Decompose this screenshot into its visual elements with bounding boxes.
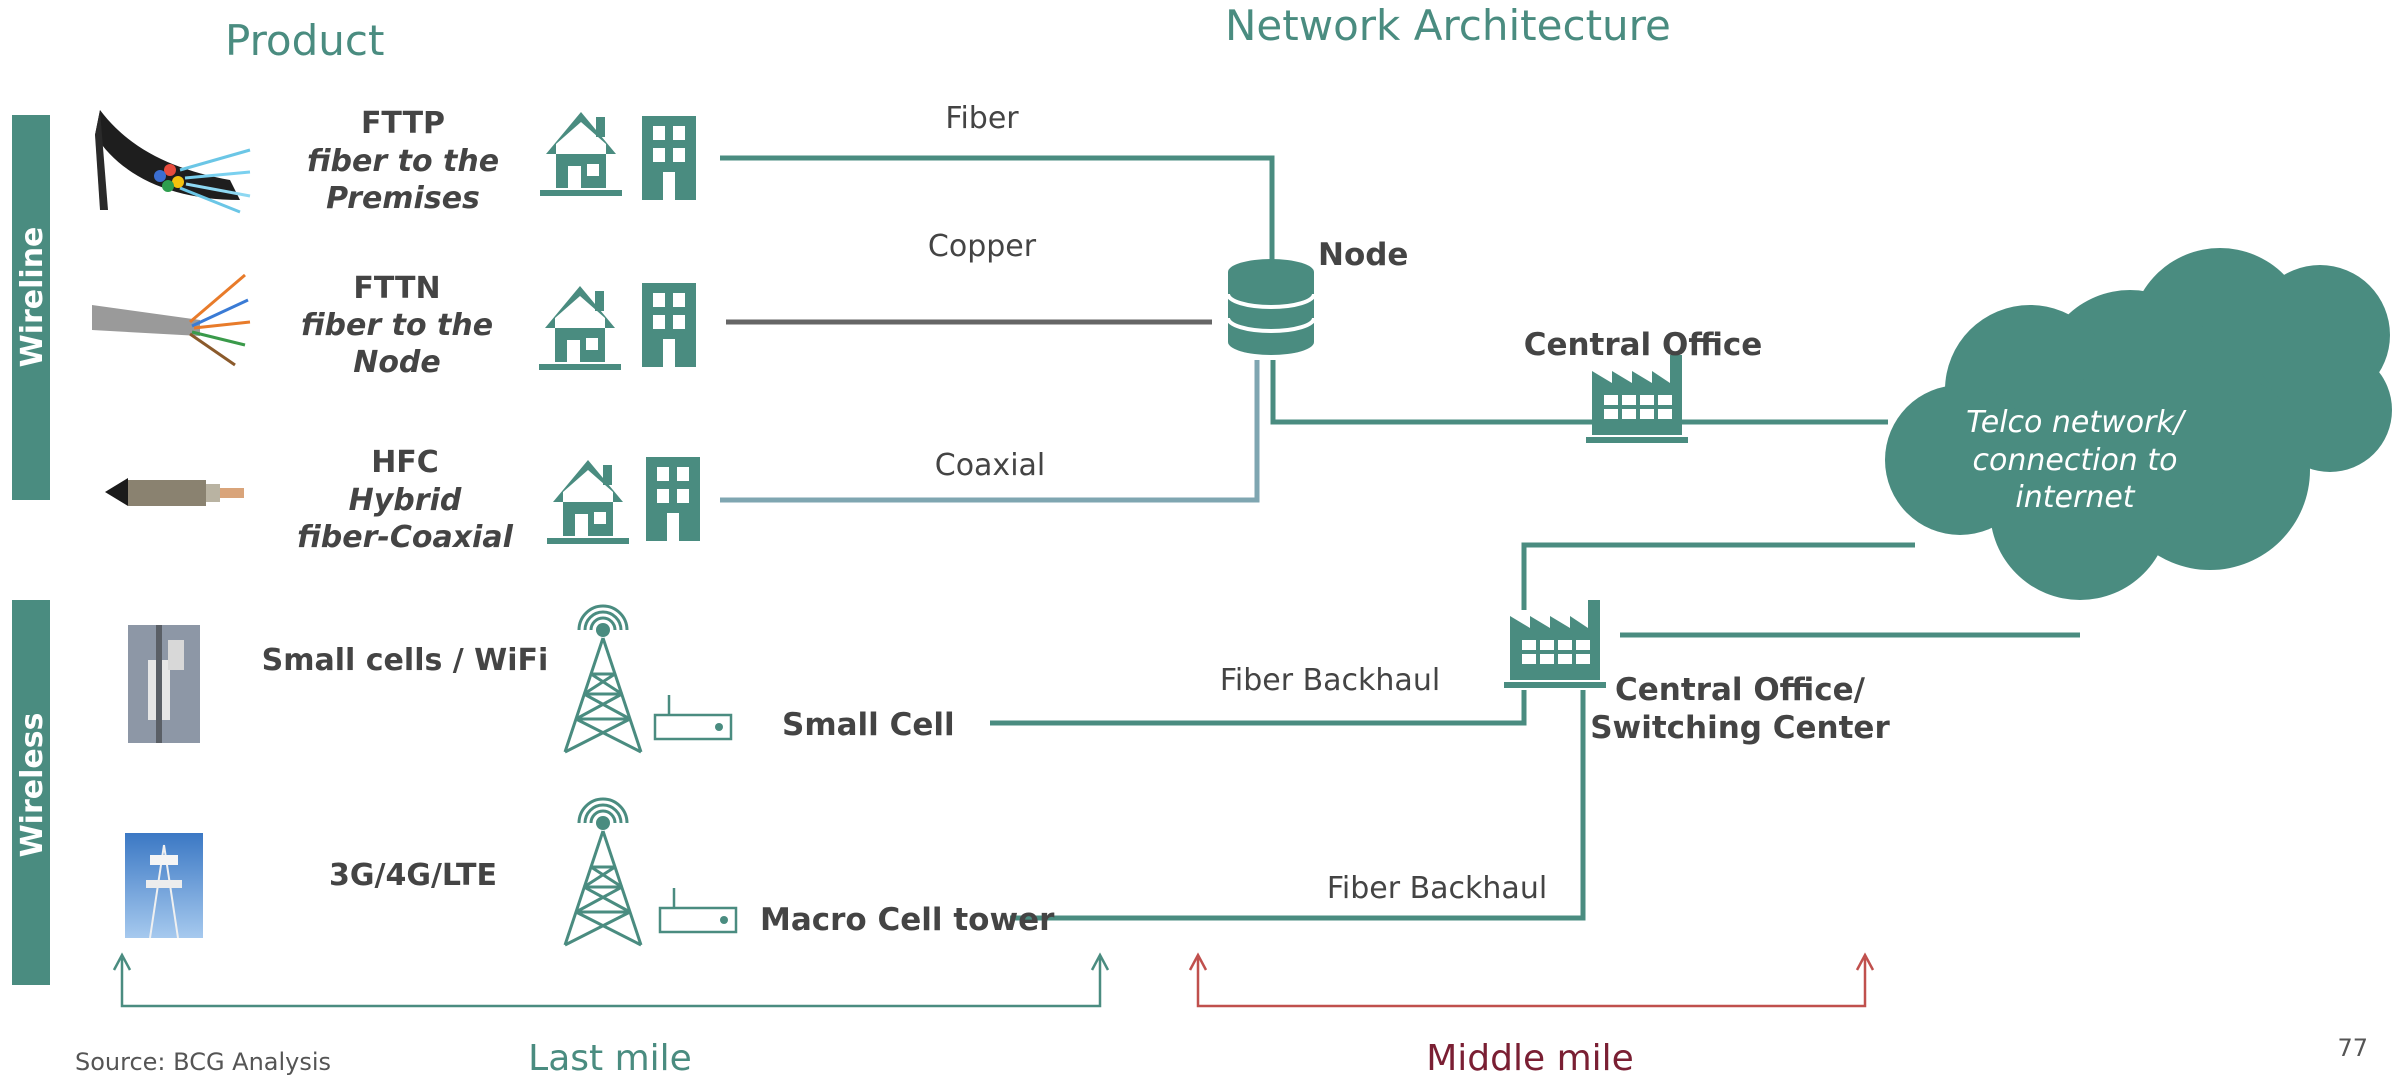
small-cells-wifi-name: Small cells / WiFi: [262, 643, 549, 678]
page-number: 77: [2337, 1034, 2368, 1062]
lte-name: 3G/4G/LTE: [329, 858, 497, 893]
wireless-sidebar: [12, 600, 50, 985]
coaxial-cable-image: [105, 478, 244, 506]
fttp-house-icon: [540, 112, 622, 196]
wireline-sidebar: [12, 115, 50, 500]
fttp-building-icon: [642, 116, 696, 200]
fttn-building-icon: [642, 283, 696, 367]
switching-center-label-line2: Switching Center: [1590, 710, 1890, 746]
fttn-desc-line1: fiber to the: [301, 308, 493, 343]
small-cell-backhaul-line: [990, 690, 1527, 726]
product-header: Product: [225, 16, 384, 65]
copper-label: Copper: [928, 229, 1037, 264]
small-cell-photo: [128, 625, 200, 743]
network-architecture-header: Network Architecture: [1225, 1, 1671, 50]
fiber-backhaul-label-2: Fiber Backhaul: [1327, 871, 1547, 906]
copper-cable-image: [92, 273, 251, 367]
hfc-desc-line1: Hybrid: [349, 483, 462, 518]
node-to-central-office-line: [1270, 360, 1888, 425]
macro-tower-photo: [125, 833, 203, 939]
small-cell-tower-icon: [563, 604, 643, 754]
cloud-text-line3: internet: [2015, 480, 2135, 515]
node-database-icon: [1226, 259, 1316, 355]
fttn-desc-line2: Node: [353, 345, 441, 380]
last-mile-bracket: [112, 952, 1110, 1008]
macro-cell-backhaul-line: [1010, 690, 1586, 921]
fiber-label: Fiber: [945, 101, 1019, 136]
fttn-house-icon: [539, 286, 621, 370]
fiber-cable-image: [95, 110, 251, 214]
central-office-factory-icon: [1586, 355, 1688, 443]
cloud-text-line1: Telco network/: [1966, 405, 2187, 440]
fiber-backhaul-label-1: Fiber Backhaul: [1220, 663, 1440, 698]
central-office-label: Central Office: [1524, 327, 1763, 363]
middle-mile-bracket: [1188, 952, 1875, 1008]
switching-center-factory-icon: [1504, 600, 1606, 688]
source-note: Source: BCG Analysis: [75, 1048, 331, 1076]
telco-cloud-shape: [1885, 248, 2392, 600]
wireline-label: Wireline: [15, 227, 50, 368]
small-cell-label: Small Cell: [782, 707, 955, 743]
hfc-name: HFC: [371, 445, 439, 480]
fttp-name: FTTP: [361, 106, 445, 141]
macro-cell-router-icon: [658, 886, 738, 934]
switching-center-label-line1: Central Office/: [1615, 672, 1866, 708]
small-cell-router-icon: [653, 693, 733, 741]
fttn-name: FTTN: [353, 271, 440, 306]
hfc-desc-line2: fiber-Coaxial: [297, 520, 513, 555]
coaxial-label: Coaxial: [935, 448, 1046, 483]
hfc-building-icon: [646, 457, 700, 541]
node-label: Node: [1318, 237, 1408, 273]
fttp-desc-line1: fiber to the: [307, 144, 499, 179]
fttp-desc-line2: Premises: [326, 181, 480, 216]
middle-mile-label: Middle mile: [1426, 1038, 1634, 1076]
last-mile-label: Last mile: [528, 1038, 692, 1076]
wireless-label: Wireless: [15, 713, 50, 858]
coaxial-line: [720, 360, 1260, 503]
macro-cell-label: Macro Cell tower: [760, 902, 1055, 938]
cloud-text-line2: connection to: [1973, 443, 2178, 478]
macro-cell-tower-icon: [563, 797, 643, 947]
hfc-house-icon: [547, 460, 629, 544]
fiber-line: [720, 155, 1275, 262]
cloud-to-switching-center-line: [1521, 542, 1915, 610]
